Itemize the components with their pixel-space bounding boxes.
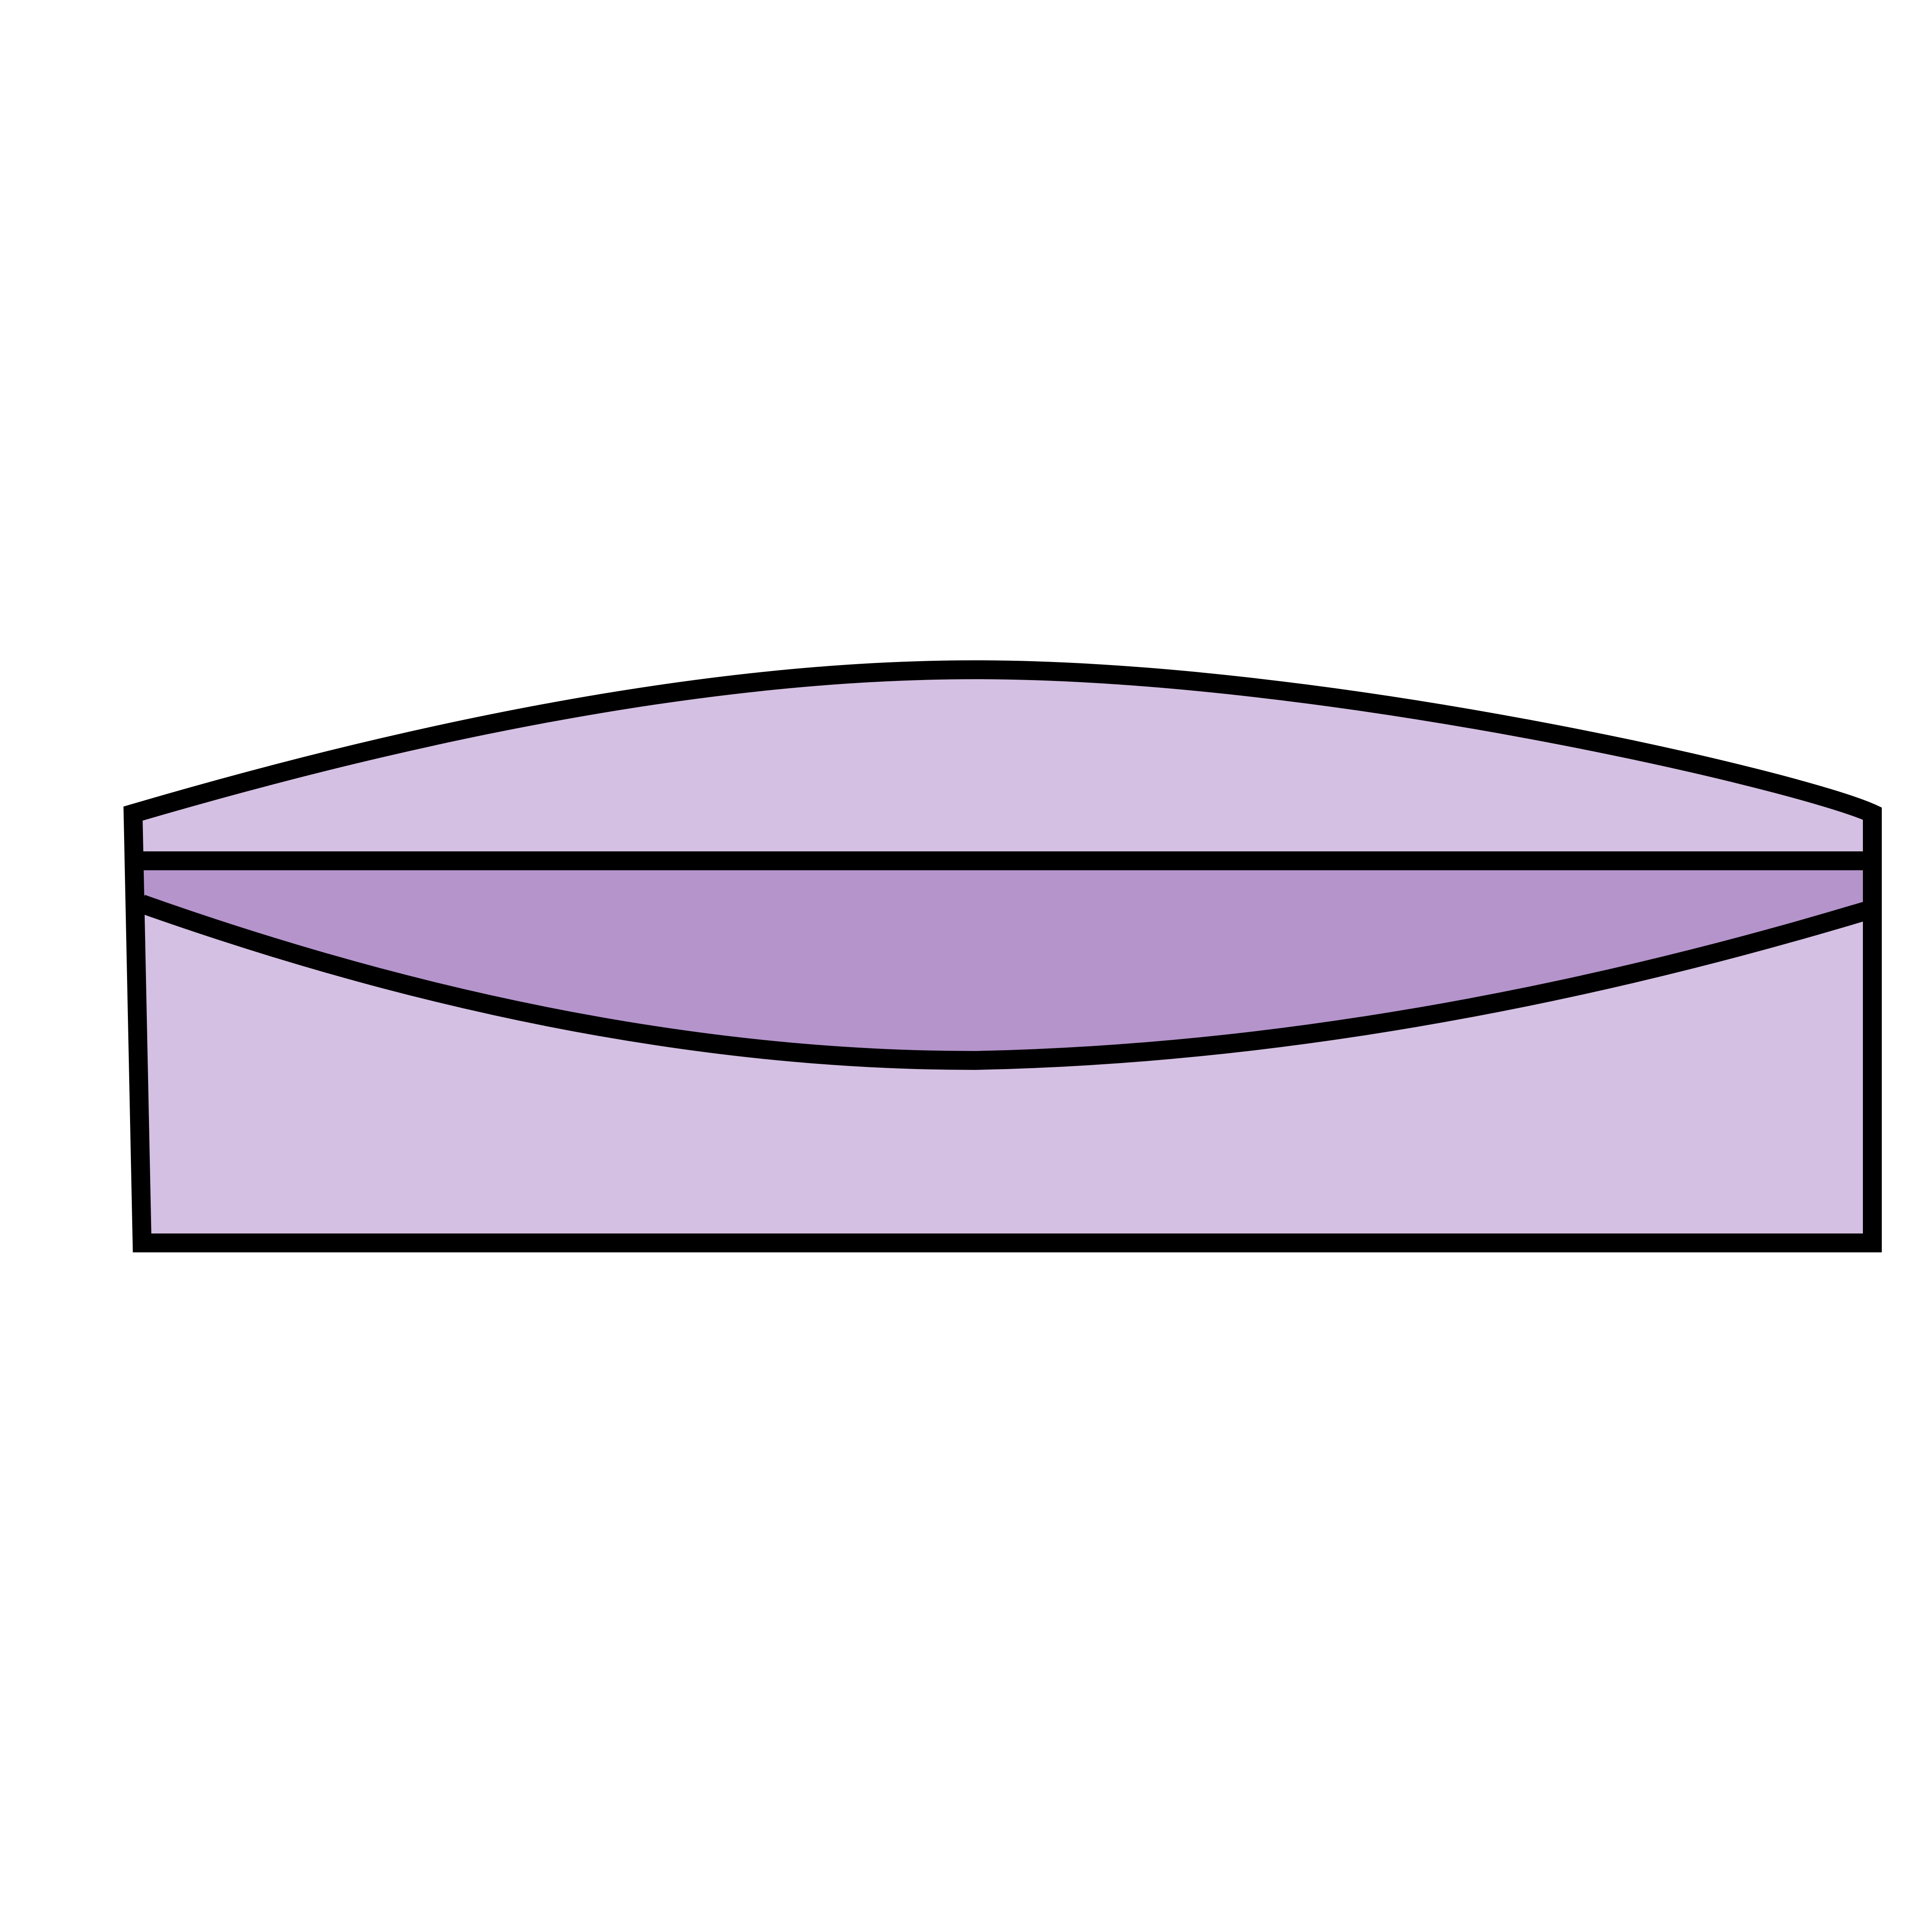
envelope-flap-edge [138,895,1875,1070]
envelope-outline [123,660,1882,1252]
envelope-back-flap [133,670,1872,861]
